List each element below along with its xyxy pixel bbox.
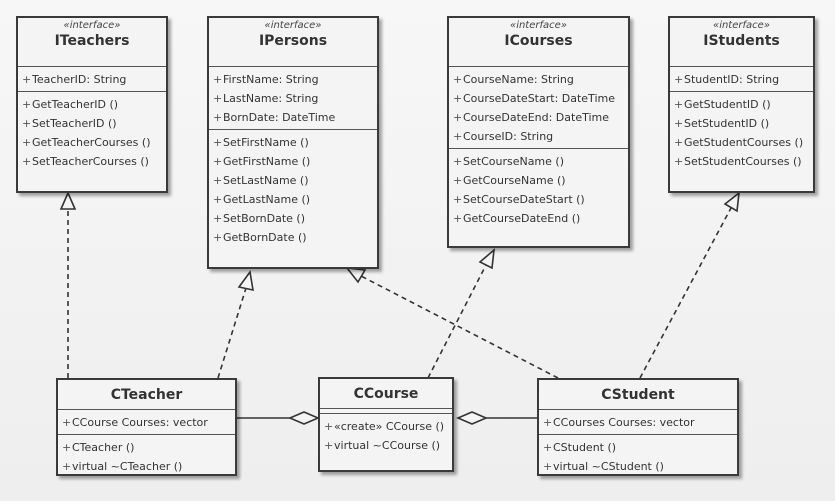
operation-row: +GetStudentCourses () xyxy=(674,136,804,149)
operation-row: +virtual ~CTeacher () xyxy=(62,460,183,473)
operation-row: +SetTeacherCourses () xyxy=(22,155,149,168)
aggregation-diamond xyxy=(287,411,321,425)
class-cstudent[interactable]: CStudent +CCourses Courses: vector +CStu… xyxy=(537,378,739,476)
attribute-row: +CourseName: String xyxy=(453,73,574,86)
operation-row: +GetLastName () xyxy=(213,193,311,206)
operation-row: +GetStudentID () xyxy=(674,98,771,111)
stereotype-label: «interface» xyxy=(63,20,121,31)
aggregation-diamond xyxy=(455,411,489,425)
attribute-row: +CCourses Courses: vector xyxy=(543,416,695,429)
attributes-compartment: +CourseName: String +CourseDateStart: Da… xyxy=(449,67,628,149)
attribute-row: +CourseDateStart: DateTime xyxy=(453,92,615,105)
attribute-row: +CCourse Courses: vector xyxy=(62,416,208,429)
stereotype-label: «interface» xyxy=(713,20,770,31)
class-name: CCourse xyxy=(353,385,419,402)
class-header: CStudent xyxy=(539,380,737,410)
operation-row: +SetStudentID () xyxy=(674,117,770,130)
operation-row: +SetCourseDateStart () xyxy=(453,193,585,206)
class-name: CTeacher xyxy=(110,386,183,403)
operation-row: +CStudent () xyxy=(543,441,617,454)
interface-istudents[interactable]: «interface» IStudents +StudentID: String… xyxy=(668,16,815,193)
interface-icourses[interactable]: «interface» ICourses +CourseName: String… xyxy=(447,16,630,248)
realization-ccourse-icourses xyxy=(427,264,487,379)
realization-cstudent-istudents xyxy=(639,207,732,379)
attribute-row: +BornDate: DateTime xyxy=(213,111,336,124)
class-cteacher[interactable]: CTeacher +CCourse Courses: vector +CTeac… xyxy=(56,378,237,476)
stereotype-label: «interface» xyxy=(264,20,322,31)
operation-row: +SetCourseName () xyxy=(453,155,564,168)
realization-arrowhead xyxy=(723,191,741,213)
operation-row: +virtual ~CStudent () xyxy=(543,460,664,473)
interface-ipersons[interactable]: «interface» IPersons +FirstName: String … xyxy=(207,16,379,269)
operations-compartment: +SetFirstName () +GetFirstName () +SetLa… xyxy=(209,130,377,249)
attributes-compartment: +CCourse Courses: vector xyxy=(58,410,235,435)
stereotype-label: «interface» xyxy=(510,20,567,31)
attribute-row: +StudentID: String xyxy=(674,73,780,86)
operation-row: +SetTeacherID () xyxy=(22,117,117,130)
realization-arrowhead xyxy=(345,266,367,284)
attribute-row: +CourseID: String xyxy=(453,130,554,143)
class-name: IStudents xyxy=(703,33,780,49)
operations-compartment: +«create» CCourse () +virtual ~CCourse (… xyxy=(320,414,452,457)
operation-row: +SetStudentCourses () xyxy=(674,155,802,168)
operation-row: +GetTeacherID () xyxy=(22,98,119,111)
attributes-compartment xyxy=(320,409,452,414)
operation-row: +virtual ~CCourse () xyxy=(324,439,441,452)
realization-cstudent-ipersons xyxy=(360,275,559,379)
attribute-row: +FirstName: String xyxy=(213,73,319,86)
operation-row: +SetBornDate () xyxy=(213,212,306,225)
class-header: CTeacher xyxy=(58,380,235,410)
operation-row: +SetLastName () xyxy=(213,174,309,187)
class-header: CCourse xyxy=(320,379,452,409)
class-ccourse[interactable]: CCourse +«create» CCourse () +virtual ~C… xyxy=(318,377,454,472)
realization-arrowhead xyxy=(478,248,496,270)
class-name: ITeachers xyxy=(54,33,130,49)
attributes-compartment: +StudentID: String xyxy=(670,67,813,92)
operation-row: +GetCourseName () xyxy=(453,174,566,187)
operation-row: +GetTeacherCourses () xyxy=(22,136,151,149)
attributes-compartment: +CCourses Courses: vector xyxy=(539,410,737,435)
realization-cteacher-ipersons xyxy=(217,287,247,379)
interface-iteachers[interactable]: «interface» ITeachers +TeacherID: String… xyxy=(16,16,168,193)
operations-compartment: +GetTeacherID () +SetTeacherID () +GetTe… xyxy=(18,92,166,173)
class-header: «interface» ITeachers xyxy=(18,18,166,67)
operation-row: +«create» CCourse () xyxy=(324,420,445,433)
class-name: CStudent xyxy=(601,386,675,403)
attributes-compartment: +TeacherID: String xyxy=(18,67,166,92)
operation-row: +GetFirstName () xyxy=(213,155,311,168)
realization-arrowhead xyxy=(237,269,254,292)
realization-arrowhead xyxy=(59,191,77,210)
attribute-row: +TeacherID: String xyxy=(22,73,127,86)
attribute-row: +CourseDateEnd: DateTime xyxy=(453,111,610,124)
class-header: «interface» IPersons xyxy=(209,18,377,67)
class-name: IPersons xyxy=(258,33,328,49)
operation-row: +GetBornDate () xyxy=(213,231,307,244)
operations-compartment: +CStudent () +virtual ~CStudent () xyxy=(539,435,737,478)
operations-compartment: +GetStudentID () +SetStudentID () +GetSt… xyxy=(670,92,813,173)
operation-row: +SetFirstName () xyxy=(213,136,309,149)
operation-row: +GetCourseDateEnd () xyxy=(453,212,581,225)
class-header: «interface» ICourses xyxy=(449,18,628,67)
operations-compartment: +CTeacher () +virtual ~CTeacher () xyxy=(58,435,235,478)
attributes-compartment: +FirstName: String +LastName: String +Bo… xyxy=(209,67,377,130)
class-header: «interface» IStudents xyxy=(670,18,813,67)
operations-compartment: +SetCourseName () +GetCourseName () +Set… xyxy=(449,149,628,230)
attribute-row: +LastName: String xyxy=(213,92,319,105)
operation-row: +CTeacher () xyxy=(62,441,135,454)
class-name: ICourses xyxy=(504,33,573,49)
